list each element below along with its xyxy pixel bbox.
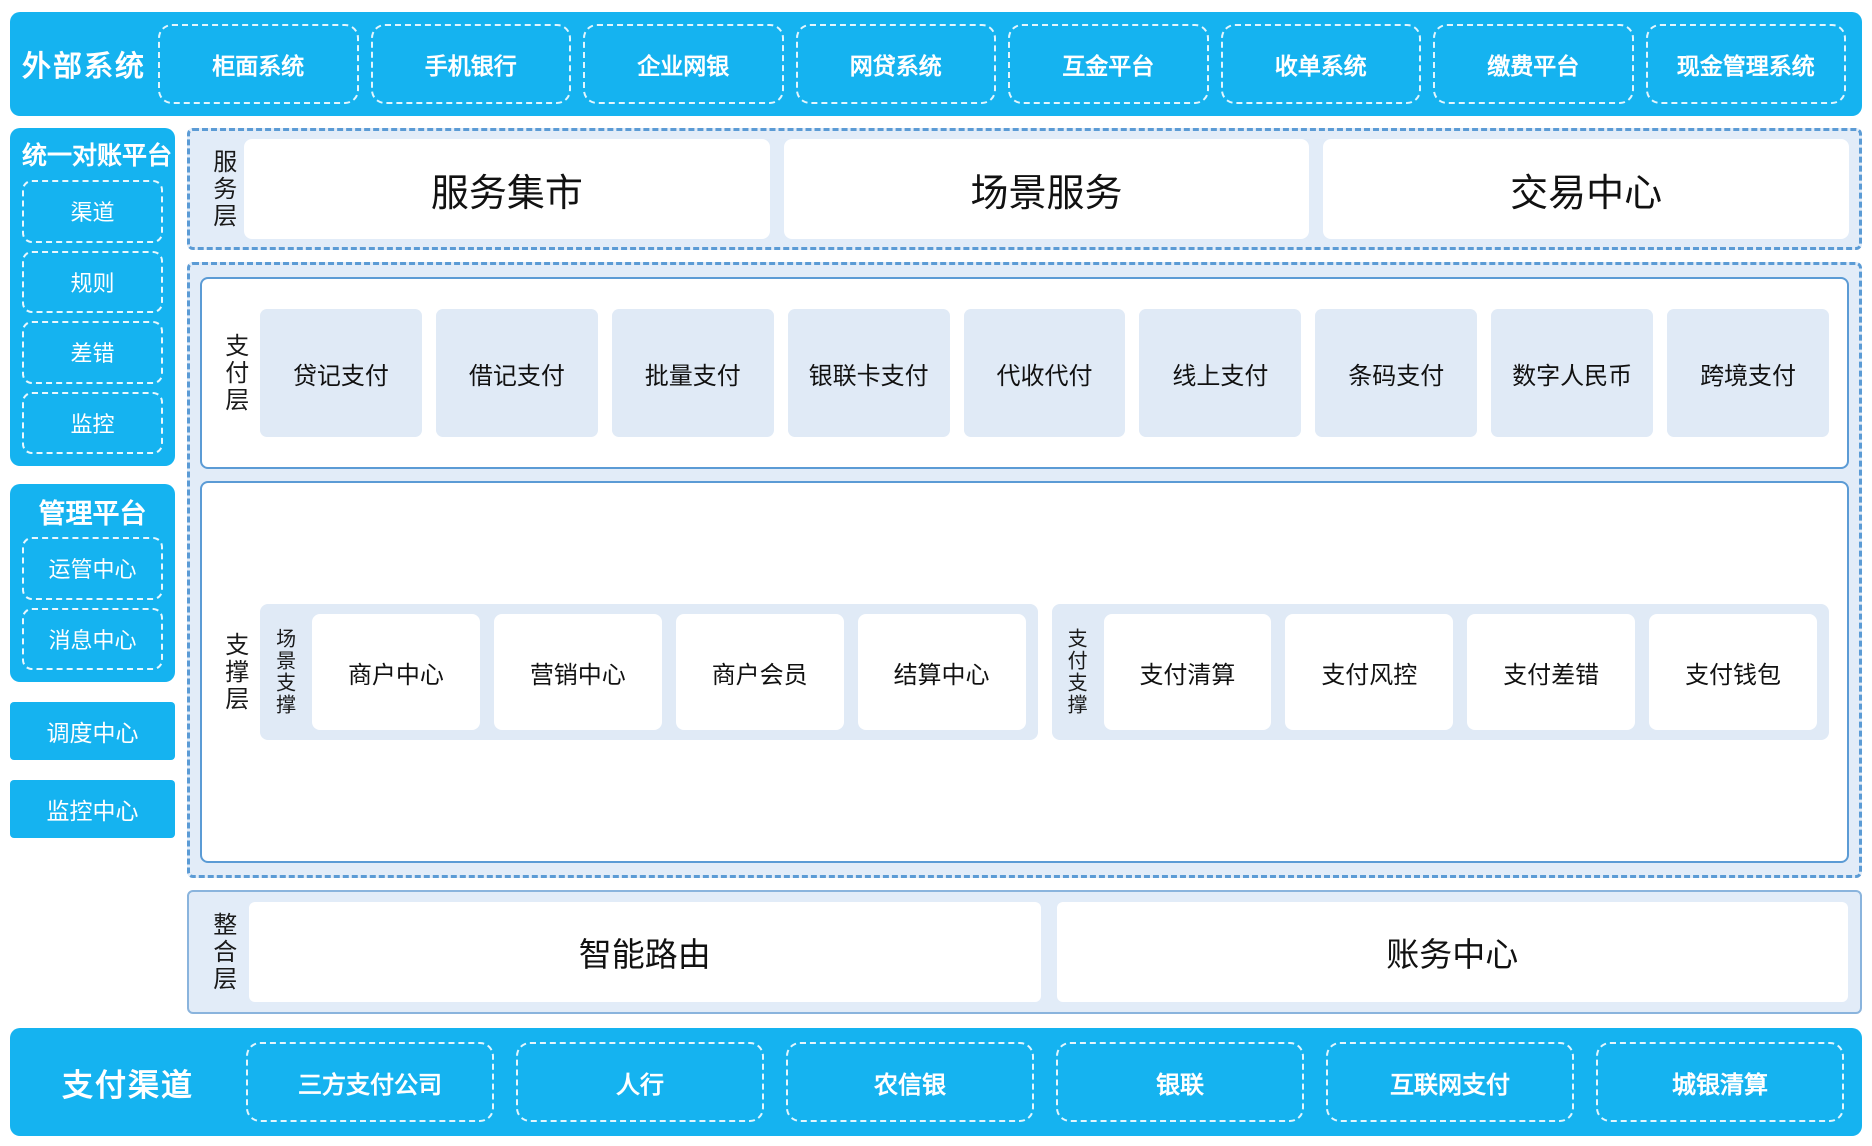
management-platform-block: 管理平台 运管中心 消息中心	[10, 484, 175, 682]
support-card[interactable]: 营销中心	[493, 614, 662, 730]
external-system-item[interactable]: 柜面系统	[158, 24, 359, 104]
core-layers-group: 支付层 贷记支付 借记支付 批量支付 银联卡支付 代收代付 线上支付 条码支付 …	[187, 262, 1862, 878]
service-card[interactable]: 场景服务	[783, 139, 1310, 239]
middle-area: 统一对账平台 渠道 规则 差错 监控 管理平台 运管中心 消息中心 调度中心 监…	[10, 128, 1862, 1014]
left-rail: 统一对账平台 渠道 规则 差错 监控 管理平台 运管中心 消息中心 调度中心 监…	[10, 128, 175, 1014]
payment-support-label: 支付支撑	[1064, 628, 1087, 716]
payment-channel-item[interactable]: 三方支付公司	[246, 1042, 494, 1122]
payment-card[interactable]: 银联卡支付	[787, 309, 950, 437]
integration-layer-label: 整合层	[208, 911, 236, 993]
integration-card[interactable]: 账务中心	[1056, 902, 1848, 1002]
reconciliation-item[interactable]: 监控	[22, 391, 163, 454]
payment-card[interactable]: 批量支付	[611, 309, 774, 437]
service-layer-group: 服务层 服务集市 场景服务 交易中心	[187, 128, 1862, 250]
rail-item-scheduling-center[interactable]: 调度中心	[10, 702, 175, 760]
external-system-item[interactable]: 网贷系统	[795, 24, 996, 104]
payment-card[interactable]: 借记支付	[435, 309, 598, 437]
scene-support-label: 场景支撑	[272, 628, 295, 716]
payment-card[interactable]: 线上支付	[1139, 309, 1302, 437]
service-layer-label: 服务层	[208, 148, 236, 230]
external-systems-title: 外部系统	[21, 51, 146, 83]
external-system-item[interactable]: 缴费平台	[1433, 24, 1634, 104]
payment-card[interactable]: 数字人民币	[1491, 309, 1654, 437]
payment-channels-title: 支付渠道	[62, 1067, 194, 1103]
payment-channels-band: 支付渠道 三方支付公司 人行 农信银 银联 互联网支付 城银清算	[10, 1028, 1862, 1136]
payment-card[interactable]: 条码支付	[1315, 309, 1478, 437]
payment-channel-item[interactable]: 农信银	[786, 1042, 1034, 1122]
management-item[interactable]: 运管中心	[22, 537, 163, 600]
scene-support-cards: 商户中心 营销中心 商户会员 结算中心	[312, 614, 1026, 730]
payment-channels-list: 三方支付公司 人行 农信银 银联 互联网支付 城银清算	[246, 1042, 1844, 1122]
payment-channel-item[interactable]: 互联网支付	[1326, 1042, 1574, 1122]
support-card[interactable]: 商户中心	[312, 614, 480, 730]
external-system-item[interactable]: 现金管理系统	[1645, 24, 1846, 104]
external-systems-list: 柜面系统 手机银行 企业网银 网贷系统 互金平台 收单系统 缴费平台 现金管理系…	[158, 24, 1846, 104]
payment-layer-label: 支付层	[220, 332, 248, 414]
service-card[interactable]: 服务集市	[244, 139, 770, 239]
reconciliation-platform-items: 渠道 规则 差错 监控	[22, 180, 163, 454]
external-system-item[interactable]: 企业网银	[583, 24, 784, 104]
support-card[interactable]: 支付钱包	[1649, 614, 1817, 730]
external-system-item[interactable]: 收单系统	[1220, 24, 1421, 104]
service-layer-cards: 服务集市 场景服务 交易中心	[244, 139, 1850, 239]
support-card[interactable]: 支付清算	[1103, 614, 1272, 730]
support-card[interactable]: 结算中心	[857, 614, 1026, 730]
reconciliation-item[interactable]: 规则	[22, 250, 163, 313]
service-card[interactable]: 交易中心	[1323, 139, 1850, 239]
layer-stack: 服务层 服务集市 场景服务 交易中心 支付层 贷记支付 借记支付 批量支付 银联…	[187, 128, 1862, 1014]
reconciliation-item[interactable]: 渠道	[22, 180, 163, 243]
reconciliation-platform-title: 统一对账平台	[22, 142, 173, 170]
payment-card[interactable]: 贷记支付	[260, 309, 422, 437]
external-system-item[interactable]: 手机银行	[370, 24, 571, 104]
payment-support-cards: 支付清算 支付风控 支付差错 支付钱包	[1103, 614, 1817, 730]
scene-support-group: 场景支撑 商户中心 营销中心 商户会员 结算中心	[260, 604, 1038, 740]
integration-card[interactable]: 智能路由	[249, 902, 1041, 1002]
payment-card[interactable]: 代收代付	[963, 309, 1126, 437]
payment-support-group: 支付支撑 支付清算 支付风控 支付差错 支付钱包	[1051, 604, 1829, 740]
external-system-item[interactable]: 互金平台	[1008, 24, 1209, 104]
management-platform-title: 管理平台	[38, 499, 147, 529]
support-layer-label: 支撑层	[220, 631, 248, 713]
management-item[interactable]: 消息中心	[22, 607, 163, 670]
payment-channel-item[interactable]: 城银清算	[1596, 1042, 1844, 1122]
support-card[interactable]: 支付风控	[1285, 614, 1454, 730]
payment-channel-item[interactable]: 人行	[516, 1042, 764, 1122]
rail-item-monitoring-center[interactable]: 监控中心	[10, 780, 175, 838]
support-card[interactable]: 支付差错	[1467, 614, 1636, 730]
management-platform-items: 运管中心 消息中心	[22, 537, 163, 670]
support-card[interactable]: 商户会员	[675, 614, 844, 730]
support-layer-panel: 支撑层 场景支撑 商户中心 营销中心 商户会员 结算中心	[200, 481, 1849, 863]
external-systems-band: 外部系统 柜面系统 手机银行 企业网银 网贷系统 互金平台 收单系统 缴费平台 …	[10, 12, 1862, 116]
reconciliation-platform-block: 统一对账平台 渠道 规则 差错 监控	[10, 128, 175, 466]
payment-card[interactable]: 跨境支付	[1667, 309, 1830, 437]
reconciliation-item[interactable]: 差错	[22, 321, 163, 384]
integration-layer-cards: 智能路由 账务中心	[243, 902, 1848, 1002]
payment-layer-cards: 贷记支付 借记支付 批量支付 银联卡支付 代收代付 线上支付 条码支付 数字人民…	[254, 289, 1835, 457]
support-layer-groups: 场景支撑 商户中心 营销中心 商户会员 结算中心 支付支撑 支付清算	[254, 604, 1835, 740]
payment-layer-panel: 支付层 贷记支付 借记支付 批量支付 银联卡支付 代收代付 线上支付 条码支付 …	[200, 277, 1849, 469]
integration-layer-panel: 整合层 智能路由 账务中心	[187, 890, 1862, 1014]
payment-channel-item[interactable]: 银联	[1056, 1042, 1304, 1122]
